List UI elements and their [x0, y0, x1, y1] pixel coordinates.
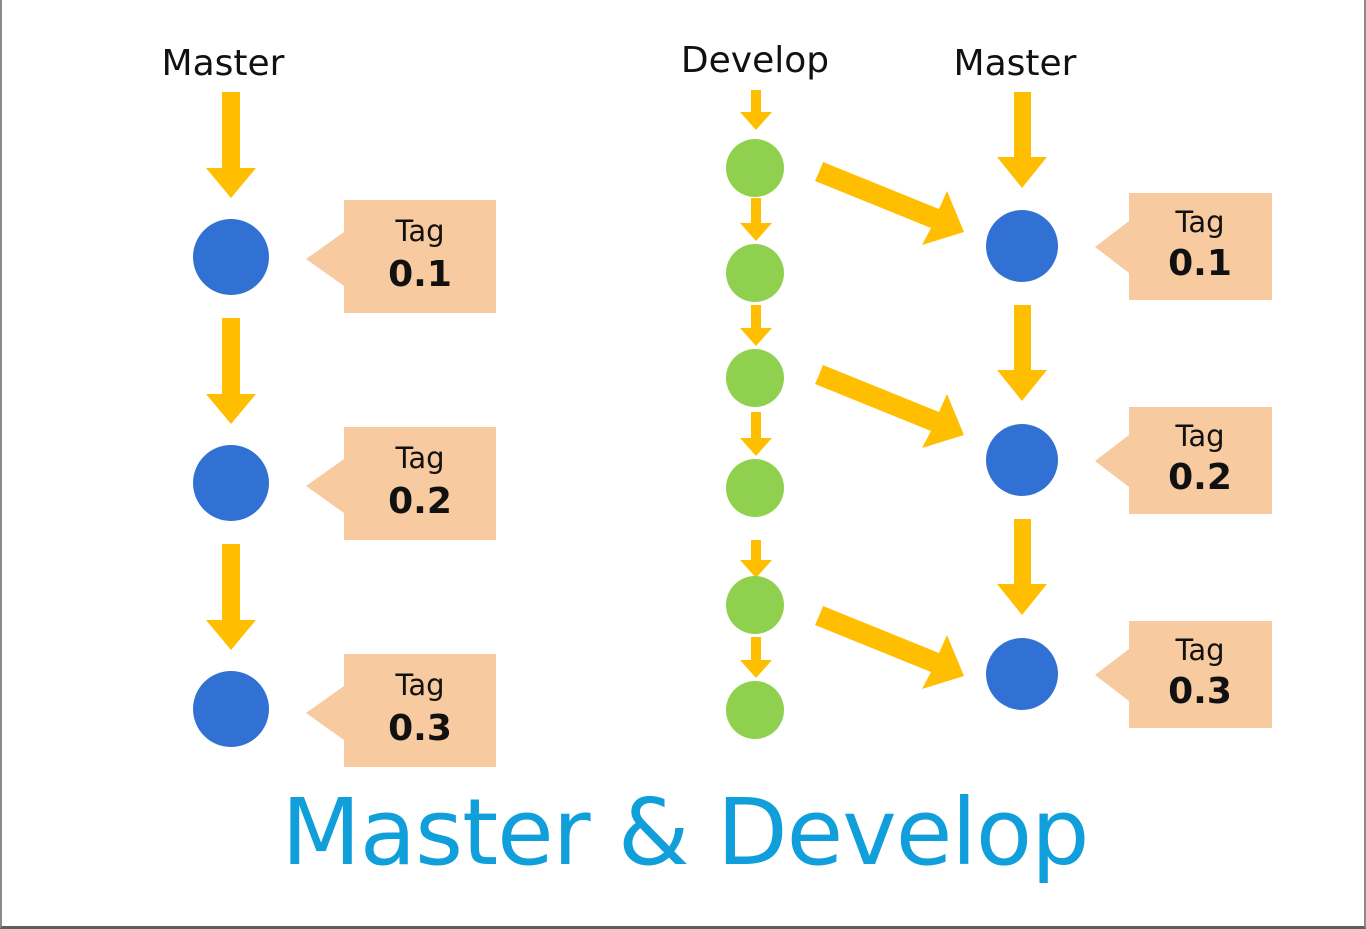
- develop-arrow-commit-2-to-3: [740, 305, 772, 346]
- left-tag-callout-2: Tag 0.2: [306, 427, 496, 540]
- right-tag-2-word: Tag: [1174, 419, 1224, 453]
- right-master-label: Master: [954, 43, 1077, 84]
- left-arrow-commit-1-to-2: [206, 318, 256, 424]
- right-tag-3-shape: [1095, 621, 1272, 728]
- develop-arrow-commit-5-to-6: [740, 637, 772, 678]
- left-tag-callout-3: Tag 0.3: [306, 654, 496, 767]
- right-tag-2-shape: [1095, 407, 1272, 514]
- develop-arrow-commit-1-to-2: [740, 198, 772, 241]
- merge-arrow-to-release-0-3: [815, 606, 964, 689]
- left-tag-1-shape: [306, 200, 496, 313]
- develop-label: Develop: [681, 40, 829, 81]
- develop-arrow-commit-4-to-5: [740, 540, 772, 578]
- right-tag-1-shape: [1095, 193, 1272, 300]
- left-master-label: Master: [162, 43, 285, 84]
- left-tag-1-version: 0.1: [388, 254, 452, 295]
- develop-commit-6: [726, 681, 784, 739]
- right-master-commit-1: [986, 210, 1058, 282]
- develop-commit-2: [726, 244, 784, 302]
- right-master-arrow-into-commit-1: [997, 92, 1047, 188]
- develop-commit-3: [726, 349, 784, 407]
- left-arrow-commit-2-to-3: [206, 544, 256, 650]
- merge-arrow-to-release-0-1: [815, 162, 964, 245]
- right-tag-callout-3: Tag 0.3: [1095, 621, 1272, 728]
- develop-commit-1: [726, 139, 784, 197]
- left-tag-2-shape: [306, 427, 496, 540]
- develop-commit-4: [726, 459, 784, 517]
- left-master-commit-2: [193, 445, 269, 521]
- develop-commit-5: [726, 576, 784, 634]
- left-tag-callout-1: Tag 0.1: [306, 200, 496, 313]
- left-tag-1-word: Tag: [394, 214, 444, 248]
- right-tag-3-version: 0.3: [1168, 671, 1232, 712]
- left-arrow-into-commit-1: [206, 92, 256, 198]
- right-tag-callout-1: Tag 0.1: [1095, 193, 1272, 300]
- left-tag-3-shape: [306, 654, 496, 767]
- right-tag-2-version: 0.2: [1168, 457, 1232, 498]
- merge-arrow-to-release-0-2: [815, 365, 964, 448]
- right-master-commit-3: [986, 638, 1058, 710]
- left-tag-3-word: Tag: [394, 668, 444, 702]
- right-tag-1-version: 0.1: [1168, 243, 1232, 284]
- left-master-commit-3: [193, 671, 269, 747]
- left-tag-2-word: Tag: [394, 441, 444, 475]
- left-tag-3-version: 0.3: [388, 708, 452, 749]
- left-master-commit-1: [193, 219, 269, 295]
- right-tag-3-word: Tag: [1174, 633, 1224, 667]
- slide-title: Master & Develop: [281, 779, 1089, 886]
- right-tag-1-word: Tag: [1174, 205, 1224, 239]
- develop-arrow-into-commit-1: [740, 90, 772, 130]
- left-tag-2-version: 0.2: [388, 481, 452, 522]
- right-master-arrow-commit-1-to-2: [997, 305, 1047, 401]
- right-tag-callout-2: Tag 0.2: [1095, 407, 1272, 514]
- right-master-commit-2: [986, 424, 1058, 496]
- develop-arrow-commit-3-to-4: [740, 412, 772, 456]
- right-master-arrow-commit-2-to-3: [997, 519, 1047, 615]
